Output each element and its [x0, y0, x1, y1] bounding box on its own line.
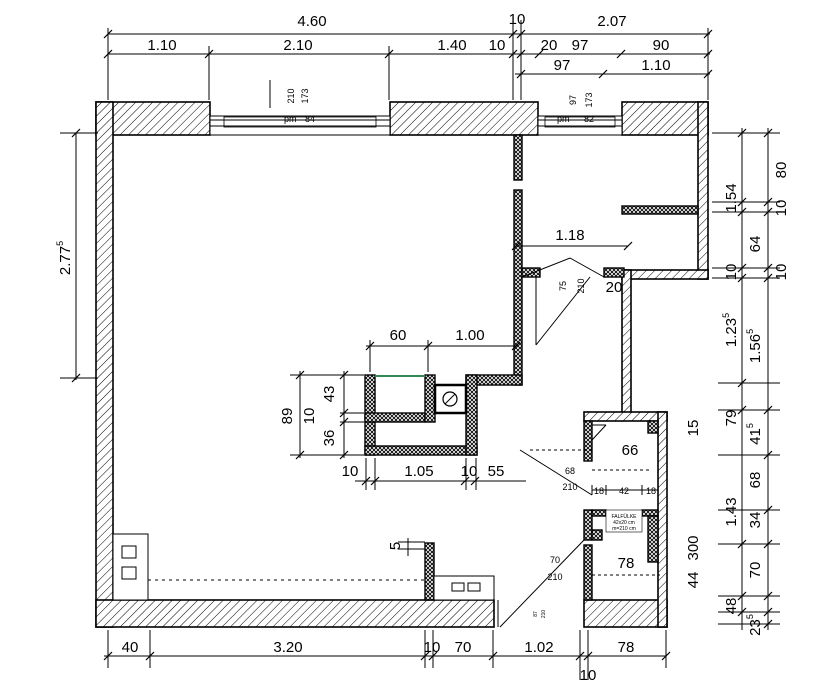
- dim-vert-10: 10: [301, 408, 318, 425]
- dim-bottom-d: 70: [455, 639, 472, 656]
- door-1-width: 75: [558, 281, 568, 291]
- door-4-height: 210: [541, 610, 547, 619]
- dim-right2-g: 68: [747, 472, 764, 489]
- dim-inner-100: 1.00: [455, 327, 484, 344]
- dim-vert-36: 36: [321, 430, 338, 447]
- dim-niche-18b: 18: [646, 486, 656, 496]
- window-2: [537, 115, 623, 136]
- dim-niche-42: 42: [619, 486, 629, 496]
- dim-bottom-f: 78: [618, 639, 635, 656]
- dim-right2-j: 235: [745, 614, 764, 636]
- niche-label-1: FALFÜLKE: [611, 513, 637, 520]
- dimension-lines: [60, 20, 780, 680]
- door-1-height: 210: [576, 278, 586, 293]
- window-2-pm: pm: [557, 114, 570, 124]
- window-1: [209, 115, 391, 136]
- dim-inner-10b: 10: [461, 463, 478, 480]
- dim-inner-20: 20: [606, 279, 623, 296]
- dim-niche-18a: 18: [594, 486, 604, 496]
- dim-inner-105: 1.05: [404, 463, 433, 480]
- dim-bottom-c: 10: [424, 639, 441, 656]
- window-2-sill: 82: [584, 114, 594, 124]
- dim-top3-a: 97: [554, 57, 571, 74]
- dim-top-total: 4.60: [297, 13, 326, 30]
- door-swings: [497, 257, 660, 628]
- dim-right2-c: 64: [747, 236, 764, 253]
- dim-right1-e: 15: [685, 420, 702, 437]
- dim-bottom-g: 10: [580, 667, 597, 684]
- door-4-width: 87: [533, 611, 539, 617]
- dim-right2-e: 1.565: [745, 329, 764, 363]
- dim-inner-55: 55: [488, 463, 505, 480]
- dim-top2-g: 90: [653, 37, 670, 54]
- dim-top2-f: 97: [572, 37, 589, 54]
- dim-inner-10a: 10: [342, 463, 359, 480]
- dim-right1-c: 1.235: [721, 313, 740, 347]
- opening-labels: pm 84 210 173 pm 82 97 173 75 210 68 210…: [284, 88, 637, 618]
- dim-right1-g: 300: [685, 535, 702, 560]
- dim-top-wall: 10: [509, 11, 526, 28]
- window-1-height: 210: [286, 88, 296, 103]
- dim-right2-h: 34: [747, 512, 764, 529]
- door-3-width: 70: [550, 555, 560, 565]
- niche-label-3: m=210 cm: [612, 526, 635, 532]
- dim-vert-5: 5: [387, 542, 404, 550]
- dim-right1-h: 44: [685, 572, 702, 589]
- window-1-sill: 84: [305, 114, 315, 124]
- dim-vert-43: 43: [321, 386, 338, 403]
- dim-right1-d: 79: [723, 410, 740, 427]
- dim-right1-b: 10: [723, 264, 740, 281]
- dim-right2-a: 80: [773, 162, 790, 179]
- dim-left-height: 2.775: [55, 241, 74, 275]
- stove: [112, 533, 149, 601]
- dim-inner-78: 78: [618, 555, 635, 572]
- exterior-walls: [95, 101, 709, 628]
- counter: [433, 575, 495, 601]
- door-2-width: 68: [565, 466, 575, 476]
- dim-top-right: 2.07: [597, 13, 626, 30]
- dim-right2-i: 70: [747, 562, 764, 579]
- dim-vert-89: 89: [279, 408, 296, 425]
- dim-top3-b: 1.10: [641, 57, 670, 74]
- dim-right1-a: 1.54: [723, 183, 740, 212]
- window-1-pm: pm: [284, 114, 297, 124]
- dim-top2-e: 20: [541, 37, 558, 54]
- dimension-labels: 4.60 10 2.07 1.10 2.10 1.40 10 20 97 90 …: [55, 11, 790, 684]
- dim-top2-b: 2.10: [283, 37, 312, 54]
- dim-top2-a: 1.10: [147, 37, 176, 54]
- dim-right2-d: 10: [773, 264, 790, 281]
- dim-top2-d: 10: [489, 37, 506, 54]
- dim-bottom-e: 1.02: [524, 639, 553, 656]
- door-3-height: 210: [547, 572, 562, 582]
- dim-inner-118: 1.18: [555, 227, 584, 244]
- dim-right1-i: 48: [723, 598, 740, 615]
- niche-label-2: 42x20 cm: [613, 520, 635, 526]
- window-2-height: 97: [568, 95, 578, 105]
- dim-bottom-b: 3.20: [273, 639, 302, 656]
- interior-walls: [364, 134, 699, 601]
- window-2-head: 173: [584, 92, 594, 107]
- dim-inner-60: 60: [390, 327, 407, 344]
- window-1-head: 173: [300, 88, 310, 103]
- door-2-height: 210: [562, 482, 577, 492]
- dim-bottom-a: 40: [122, 639, 139, 656]
- dim-top2-c: 1.40: [437, 37, 466, 54]
- dim-right1-f: 1.43: [723, 497, 740, 526]
- dim-right2-f: 415: [745, 423, 764, 445]
- dim-inner-66: 66: [622, 442, 639, 459]
- dim-right2-b: 10: [773, 200, 790, 217]
